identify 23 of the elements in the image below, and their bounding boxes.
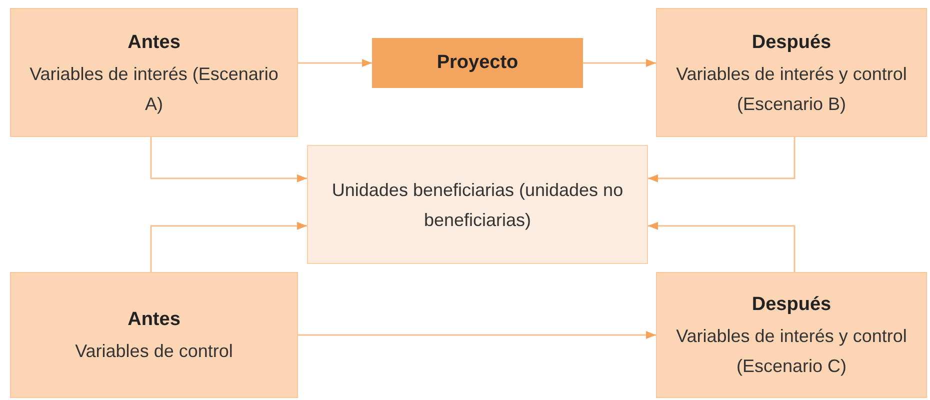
- target-box: [307, 145, 648, 264]
- stage-box: [10, 8, 298, 137]
- box-heading: Después: [752, 30, 832, 54]
- project-box: [372, 38, 583, 88]
- arrow: [150, 222, 307, 272]
- stage-box: [656, 8, 927, 137]
- box-heading: Antes: [128, 308, 180, 332]
- box-text: Variables de interés (Escenario A): [28, 62, 280, 116]
- arrow: [583, 59, 656, 67]
- arrow: [150, 137, 307, 182]
- arrow: [648, 222, 796, 272]
- stage-box: [656, 272, 927, 398]
- box-text: Variables de interés y control (Escenario C): [675, 325, 908, 378]
- arrow: [648, 137, 796, 182]
- arrow: [298, 59, 372, 67]
- stage-box: [10, 272, 298, 398]
- box-text: Variables de control: [75, 340, 233, 363]
- box-heading: Proyecto: [436, 51, 518, 75]
- box-heading: Después: [752, 293, 832, 317]
- arrow: [298, 331, 656, 339]
- box-text: Unidades beneficiarias (unidades no beneficiarias): [330, 178, 624, 232]
- box-text: Variables de interés y control (Escenario B): [675, 62, 908, 116]
- box-heading: Antes: [128, 30, 180, 54]
